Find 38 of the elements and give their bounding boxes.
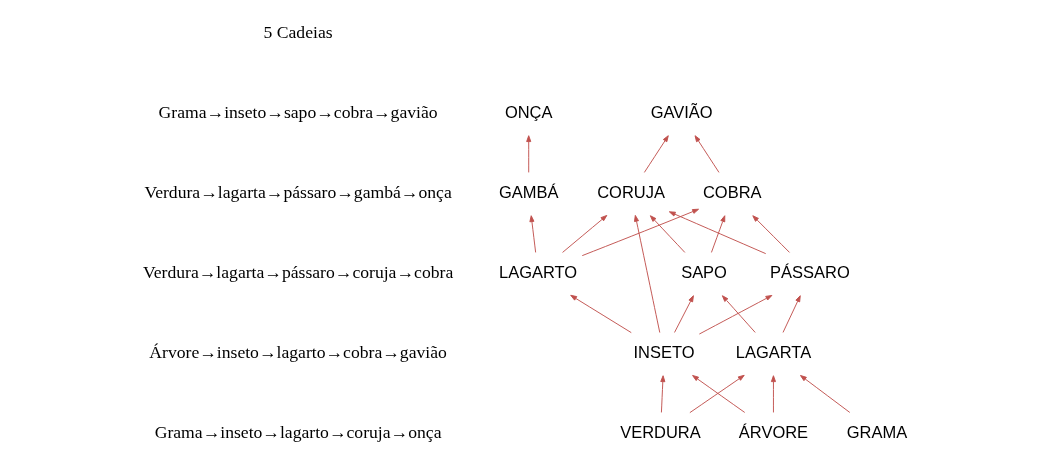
node-text: SAPO (681, 263, 727, 282)
arrow (668, 211, 767, 255)
node-text: PÁSSARO (770, 263, 850, 282)
arrow (698, 294, 773, 335)
arrow (674, 295, 694, 333)
arrow (711, 215, 726, 253)
node-text: GRAMA (846, 423, 908, 442)
arrow (800, 375, 851, 413)
arrow (721, 295, 756, 333)
label: Grama→inseto→lagarto→coruja→onça (154, 422, 442, 443)
arrow (643, 135, 669, 173)
arrow (562, 214, 608, 253)
label: Verdura→lagarta→pássaro→coruja→cobra (142, 262, 454, 283)
node-text: GAMBÁ (498, 183, 559, 202)
arrow (529, 215, 537, 253)
node-text: ONÇA (504, 103, 553, 122)
arrow (526, 135, 532, 173)
arrow (660, 375, 666, 413)
arrow (694, 135, 720, 173)
node-text: ÁRVORE (738, 423, 809, 442)
arrow (649, 215, 686, 253)
label: Verdura→lagarta→pássaro→gambá→onça (144, 182, 452, 203)
arrow (752, 215, 790, 253)
node-text: GAVIÃO (650, 103, 713, 122)
node-text: COBRA (702, 183, 762, 202)
node-text: LAGARTA (735, 343, 812, 362)
label: 5 Cadeias (263, 22, 333, 43)
arrow (634, 214, 661, 334)
node-text: LAGARTO (499, 263, 578, 282)
arrow (770, 375, 776, 413)
node-text: CORUJA (597, 183, 665, 202)
label: Grama→inseto→sapo→cobra→gavião (158, 102, 438, 123)
arrow (570, 294, 632, 334)
node-text: INSETO (633, 343, 695, 362)
arrow (581, 208, 700, 257)
label: Árvore→inseto→lagarto→cobra→gavião (149, 342, 447, 363)
node-text: VERDURA (620, 423, 701, 442)
arrow (782, 295, 801, 333)
